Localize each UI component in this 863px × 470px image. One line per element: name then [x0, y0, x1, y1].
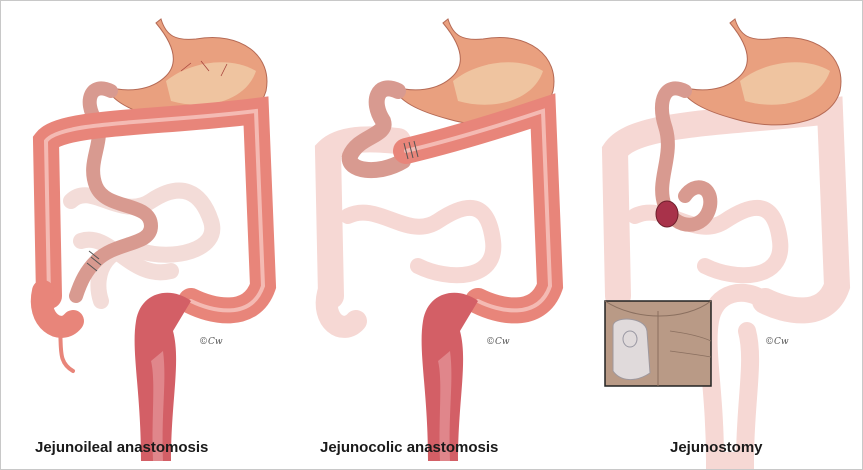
- panel-jejunoileal: ©Cw Jejunoileal anastomosis: [1, 1, 288, 469]
- panel-jejunocolic: ©Cw Jejunocolic anastomosis: [288, 1, 575, 469]
- jejunostomy-illustration: [575, 1, 862, 469]
- caption-jejunostomy: Jejunostomy: [670, 439, 763, 456]
- caption-jejunoileal: Jejunoileal anastomosis: [35, 439, 208, 456]
- abdomen-inset: [605, 301, 711, 386]
- caption-jejunocolic: Jejunocolic anastomosis: [320, 439, 498, 456]
- jejunocolic-illustration: [288, 1, 575, 469]
- rectum: [135, 293, 191, 461]
- stoma: [656, 201, 678, 227]
- stomach: [680, 19, 841, 125]
- rectum: [422, 293, 478, 461]
- jejunoileal-illustration: [1, 1, 288, 469]
- artist-signature: ©Cw: [486, 337, 510, 347]
- faded-bowel-background: [615, 111, 837, 461]
- panel-jejunostomy: ©Cw Jejunostomy: [575, 1, 862, 469]
- artist-signature: ©Cw: [199, 337, 223, 347]
- artist-signature: ©Cw: [765, 337, 789, 347]
